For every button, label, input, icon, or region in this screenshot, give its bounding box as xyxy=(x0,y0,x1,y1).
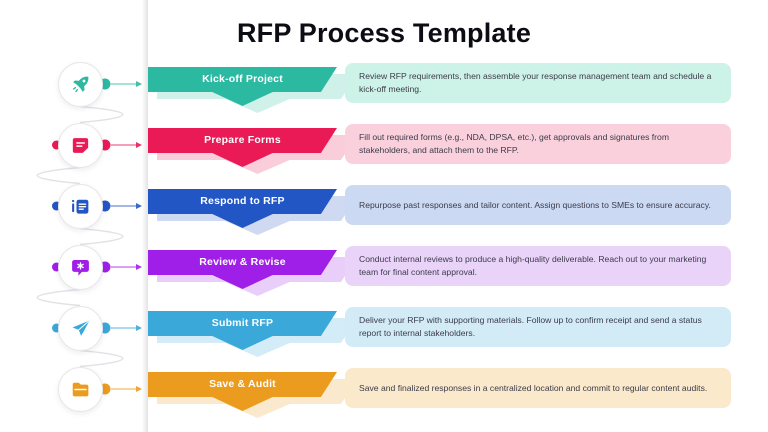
step-description: Fill out required forms (e.g., NDA, DPSA… xyxy=(359,132,669,155)
chat-star-icon xyxy=(71,259,89,276)
step-banner: Review & Revise xyxy=(148,250,337,289)
step-label: Kick-off Project xyxy=(202,73,283,85)
step-description-box: Deliver your RFP with supporting materia… xyxy=(345,307,731,347)
step-label: Save & Audit xyxy=(209,378,276,390)
step-description-box: Save and finalized responses in a centra… xyxy=(345,368,731,408)
step-label: Prepare Forms xyxy=(204,134,281,146)
step-description-box: Fill out required forms (e.g., NDA, DPSA… xyxy=(345,124,731,164)
checklist-icon xyxy=(71,199,88,214)
process-step-row: Kick-off Project Review RFP requirements… xyxy=(148,63,768,124)
panel-edge-divider xyxy=(142,0,148,432)
step-icon-badge xyxy=(57,244,103,290)
step-arrow-icon xyxy=(136,142,142,148)
step-label: Review & Revise xyxy=(199,256,286,268)
page-title: RFP Process Template xyxy=(236,18,532,48)
step-arrow-icon xyxy=(136,325,142,331)
step-icon-badge xyxy=(57,61,103,107)
note-icon xyxy=(72,137,88,153)
step-icon-badge xyxy=(57,305,103,351)
process-step-row: Save & Audit Save and finalized response… xyxy=(148,368,768,429)
process-step-row: Respond to RFP Repurpose past responses … xyxy=(148,185,768,246)
step-arrow-icon xyxy=(136,264,142,270)
rocket-icon xyxy=(72,76,88,92)
process-steps: Kick-off Project Review RFP requirements… xyxy=(148,0,768,432)
step-banner: Submit RFP xyxy=(148,311,337,350)
step-icon-badge xyxy=(57,366,103,412)
step-arrow-icon xyxy=(136,386,142,392)
step-description-box: Conduct internal reviews to produce a hi… xyxy=(345,246,731,286)
step-banner: Save & Audit xyxy=(148,372,337,411)
paper-plane-icon xyxy=(72,320,90,336)
process-step-row: Submit RFP Deliver your RFP with support… xyxy=(148,307,768,368)
folder-icon xyxy=(72,382,88,396)
step-description-box: Review RFP requirements, then assemble y… xyxy=(345,63,731,103)
process-step-row: Prepare Forms Fill out required forms (e… xyxy=(148,124,768,185)
step-banner: Prepare Forms xyxy=(148,128,337,167)
step-label: Respond to RFP xyxy=(200,195,285,207)
step-description: Deliver your RFP with supporting materia… xyxy=(359,315,702,338)
step-banner: Kick-off Project xyxy=(148,67,337,106)
step-banner: Respond to RFP xyxy=(148,189,337,228)
step-label: Submit RFP xyxy=(211,317,274,329)
process-step-row: Review & Revise Conduct internal reviews… xyxy=(148,246,768,307)
step-arrow-icon xyxy=(136,81,142,87)
step-icon-badge xyxy=(57,122,103,168)
timeline-path xyxy=(36,105,124,368)
step-description: Save and finalized responses in a centra… xyxy=(359,382,708,393)
step-description: Review RFP requirements, then assemble y… xyxy=(359,71,712,94)
step-description: Repurpose past responses and tailor cont… xyxy=(359,199,711,210)
step-arrow-icon xyxy=(136,203,142,209)
step-icon-badge xyxy=(57,183,103,229)
step-description: Conduct internal reviews to produce a hi… xyxy=(359,254,707,277)
step-description-box: Repurpose past responses and tailor cont… xyxy=(345,185,731,225)
